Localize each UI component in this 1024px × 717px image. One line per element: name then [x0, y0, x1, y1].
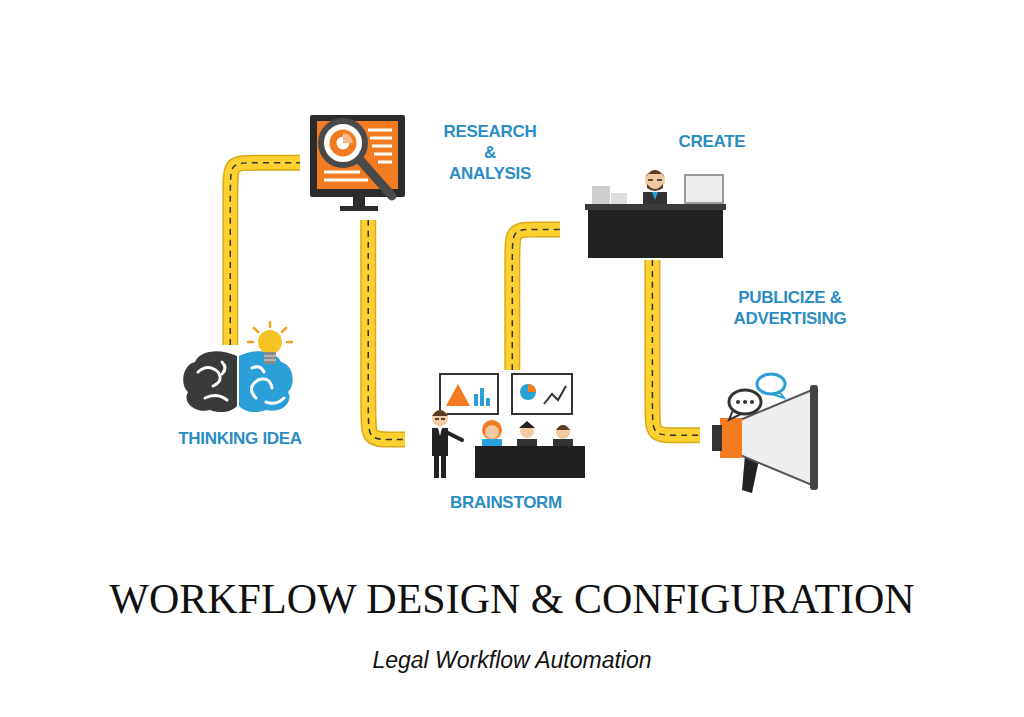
road-surface: [230, 163, 300, 345]
stage-label: BRAINSTORM: [450, 492, 562, 513]
lightbulb-icon: [248, 322, 292, 364]
road-surface: [652, 260, 700, 435]
road-edge: [652, 260, 700, 435]
brain-icon: [183, 351, 292, 412]
diagram-title: WORKFLOW DESIGN & CONFIGURATION: [0, 574, 1024, 624]
stage-node: CREATE: [560, 158, 725, 260]
road-connector: [652, 260, 700, 435]
road-connector: [230, 163, 300, 345]
brainstorm-scene: [432, 374, 585, 478]
road-edge: [368, 220, 405, 439]
road-centre-line: [652, 260, 700, 435]
road-centre-line: [368, 220, 405, 439]
road-centre-line: [512, 229, 560, 370]
megaphone-icon: [712, 374, 818, 493]
stage-label: CREATE: [679, 131, 746, 152]
stage-label: THINKING IDEA: [178, 428, 302, 449]
stage-node: RESEARCH & ANALYSIS: [300, 112, 405, 220]
diagram-caption: Legal Workflow Automation: [0, 645, 1024, 675]
road-surface: [512, 229, 560, 370]
road-edge: [512, 229, 560, 370]
stage-node: BRAINSTORM: [405, 370, 590, 482]
stage-node: THINKING IDEA: [182, 345, 297, 415]
stage-label: RESEARCH & ANALYSIS: [443, 121, 536, 184]
road-edge: [230, 163, 300, 345]
road-connector: [512, 229, 560, 370]
stage-node: PUBLICIZE & ADVERTISING: [700, 380, 825, 495]
research-monitor-icon: [310, 115, 405, 211]
road-surface: [368, 220, 405, 439]
road-connector: [368, 220, 405, 439]
stage-label: PUBLICIZE & ADVERTISING: [734, 287, 847, 329]
create-desk-scene: [585, 170, 726, 258]
road-centre-line: [230, 163, 300, 345]
